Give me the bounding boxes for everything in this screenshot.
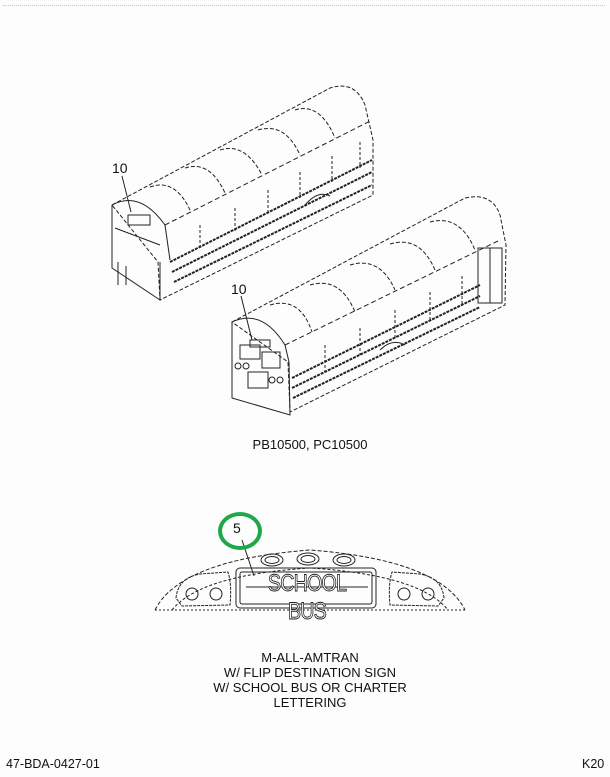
lower-bus-callout: 10 bbox=[231, 281, 247, 297]
highlight-circle bbox=[218, 512, 262, 550]
sign-caption-line-3: W/ SCHOOL BUS OR CHARTER bbox=[213, 680, 407, 695]
page-border bbox=[3, 5, 605, 6]
upper-bus-callout: 10 bbox=[112, 160, 128, 176]
sign-caption-line-2: W/ FLIP DESTINATION SIGN bbox=[223, 665, 397, 680]
sign-caption-line-4: LETTERING bbox=[273, 695, 347, 710]
sign-caption-line-1: M-ALL-AMTRAN bbox=[261, 650, 359, 665]
sign-caption: M-ALL-AMTRAN W/ FLIP DESTINATION SIGN W/… bbox=[180, 650, 440, 710]
page-code: K20 bbox=[582, 757, 605, 771]
sign-callout: 5 bbox=[233, 520, 241, 536]
sign-lettering: SCHOOL BUS bbox=[267, 570, 348, 626]
drawing-number: 47-BDA-0427-01 bbox=[6, 757, 100, 771]
bus-models-caption: PB10500, PC10500 bbox=[252, 437, 368, 452]
